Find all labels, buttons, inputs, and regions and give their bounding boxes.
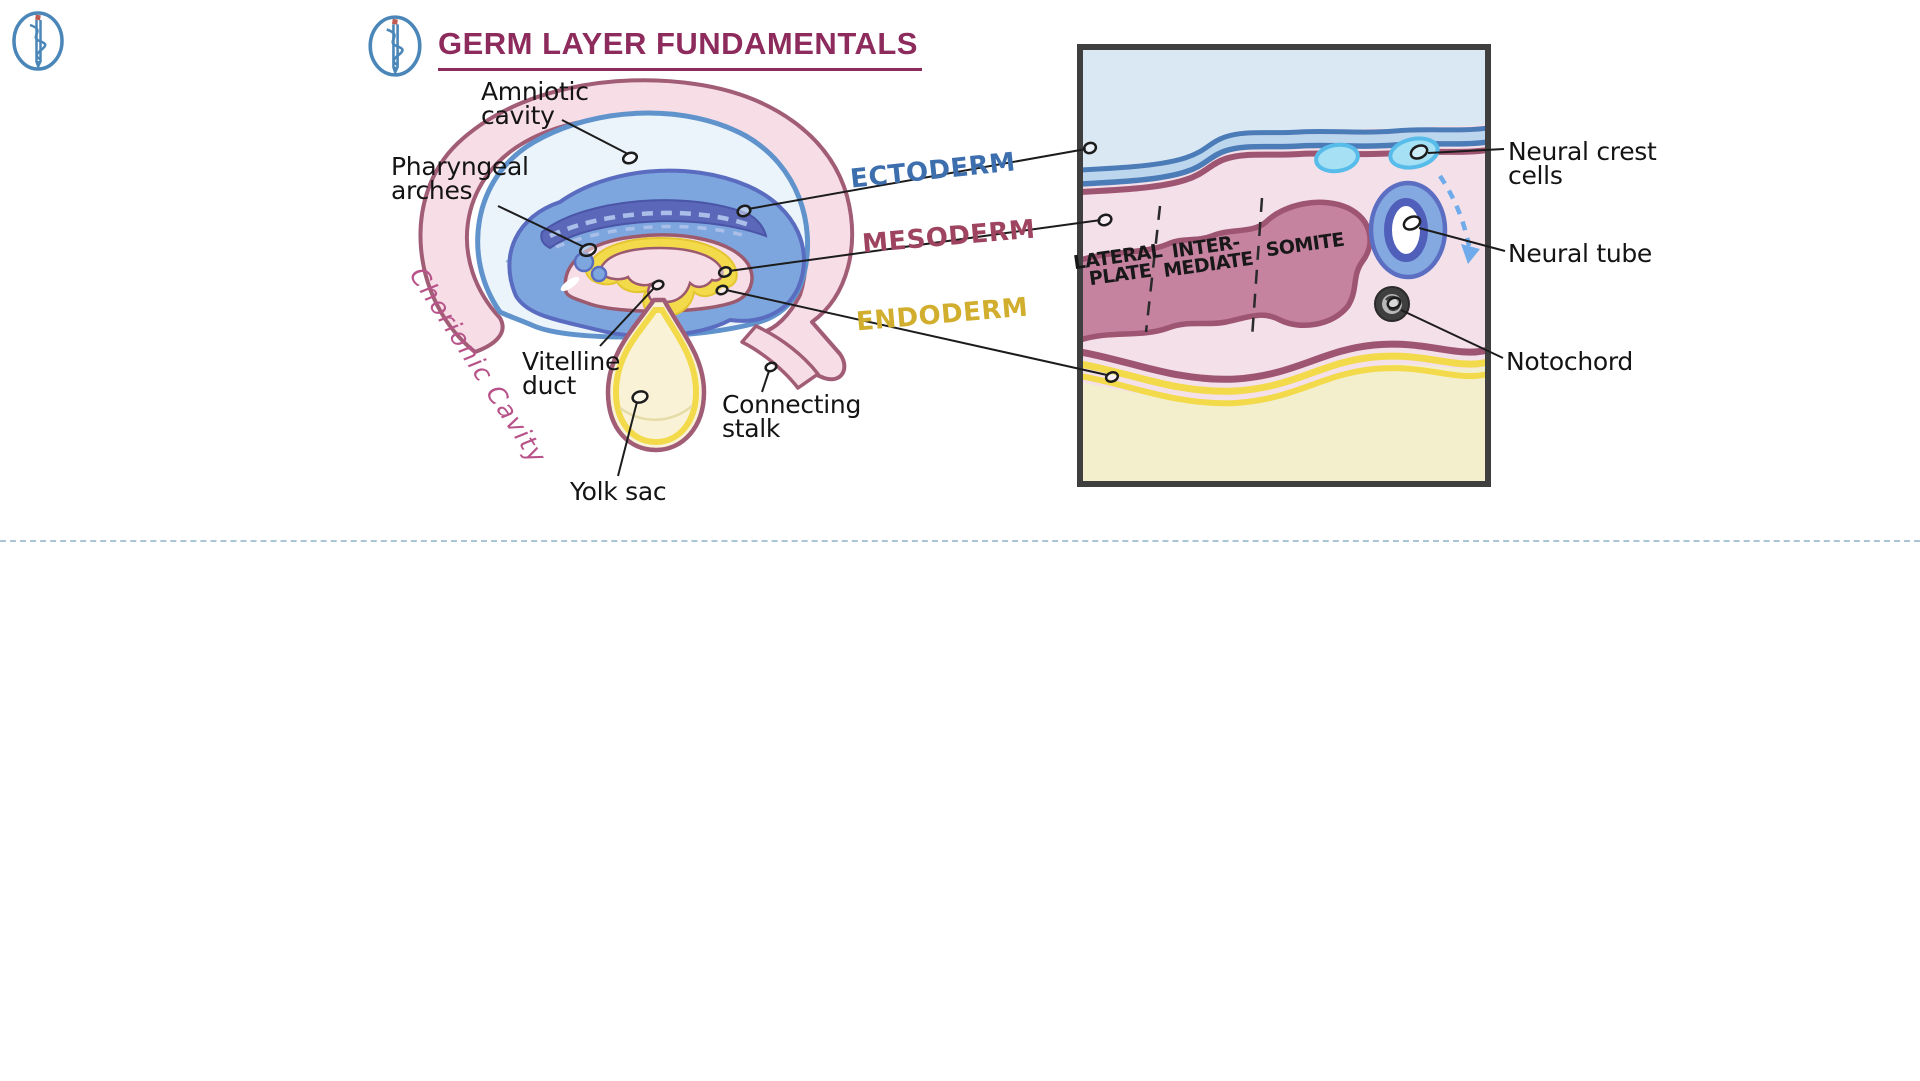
pharyngeal-arch-bump xyxy=(573,251,595,273)
somite-stripes xyxy=(549,210,753,239)
asclepius-logo-icon xyxy=(12,11,64,71)
leader-endoderm xyxy=(725,289,1108,376)
neural-tube-lumen xyxy=(1384,198,1428,262)
label-vitelline-duct: Vitelline duct xyxy=(522,347,621,400)
region-divider-dashed-1 xyxy=(1144,205,1162,333)
leader-neural-tube xyxy=(1418,227,1506,252)
leader-vitelline-duct xyxy=(599,287,655,347)
marker-notochord xyxy=(1386,296,1402,310)
neural-crest-cell-left xyxy=(1314,142,1360,174)
leader-lines xyxy=(497,119,1506,477)
surface-ectoderm-region xyxy=(1083,50,1485,172)
gut-lumen xyxy=(598,246,724,304)
connecting-stalk-shape xyxy=(740,324,820,390)
leader-ectoderm xyxy=(747,148,1087,210)
label-neural-crest-cells: Neural crest cells xyxy=(1508,137,1657,190)
label-neural-tube: Neural tube xyxy=(1508,239,1653,268)
leader-yolk-sac xyxy=(617,401,638,477)
leader-amniotic-cavity xyxy=(561,119,629,155)
section-divider-dashed xyxy=(0,540,1920,542)
marker-ectoderm-box xyxy=(1082,141,1098,155)
leader-mesoderm xyxy=(728,219,1102,272)
marker-neural-tube xyxy=(1402,215,1422,231)
leader-connecting-stalk xyxy=(761,370,770,393)
embryo-sagittal-section xyxy=(418,78,855,453)
page-title: GERM LAYER FUNDAMENTALS xyxy=(438,26,922,71)
yolk-sac-fold-line xyxy=(619,405,693,421)
marker-neural-crest xyxy=(1409,144,1429,160)
marker-endoderm-source xyxy=(715,284,729,296)
leader-pharyngeal-arches xyxy=(497,205,585,248)
ectoderm-band-top xyxy=(1083,125,1485,173)
mesoderm-blob xyxy=(1083,199,1373,343)
page-title-wrap: GERM LAYER FUNDAMENTALS xyxy=(438,26,922,71)
cross-section-panel xyxy=(1077,44,1491,487)
somite-stripes-2 xyxy=(555,224,751,249)
endoderm-band-2 xyxy=(1083,365,1485,407)
marker-amniotic-cavity xyxy=(621,151,639,165)
leader-markers xyxy=(579,141,1429,404)
marker-ectoderm-source xyxy=(736,204,752,218)
marker-connecting-stalk xyxy=(764,361,778,373)
label-amniotic-cavity: Amniotic cavity xyxy=(481,77,589,130)
asclepius-logo-icon-header xyxy=(368,15,422,77)
yolk-sac-endoderm-ring xyxy=(612,307,700,446)
somite-band xyxy=(540,199,768,250)
marker-endoderm-box xyxy=(1104,371,1120,383)
cross-section-border xyxy=(1077,44,1491,487)
neural-crest-migration-arrow xyxy=(1438,174,1472,247)
leader-notochord xyxy=(1400,309,1504,359)
marker-vitelline-duct xyxy=(651,279,665,291)
leader-neural-crest xyxy=(1427,148,1505,154)
pharyngeal-arch-bump-2 xyxy=(590,265,608,283)
stomodeum-highlight xyxy=(560,276,580,292)
marker-yolk-sac xyxy=(631,390,649,404)
label-yolk-sac: Yolk sac xyxy=(570,477,667,506)
label-pharyngeal-arches: Pharyngeal arches xyxy=(391,152,529,205)
mesoderm-bottom-line xyxy=(1083,340,1485,383)
label-notochord: Notochord xyxy=(1506,347,1633,376)
migration-arrowhead xyxy=(1461,244,1480,264)
endoderm-region xyxy=(1083,364,1485,481)
endoderm-band-1 xyxy=(1083,352,1485,395)
marker-pharyngeal-arches xyxy=(579,242,597,258)
marker-mesoderm-box xyxy=(1097,213,1113,227)
label-connecting-stalk: Connecting stalk xyxy=(722,390,862,443)
marker-mesoderm-source xyxy=(717,266,733,278)
ectoderm-band-light xyxy=(1083,130,1485,182)
